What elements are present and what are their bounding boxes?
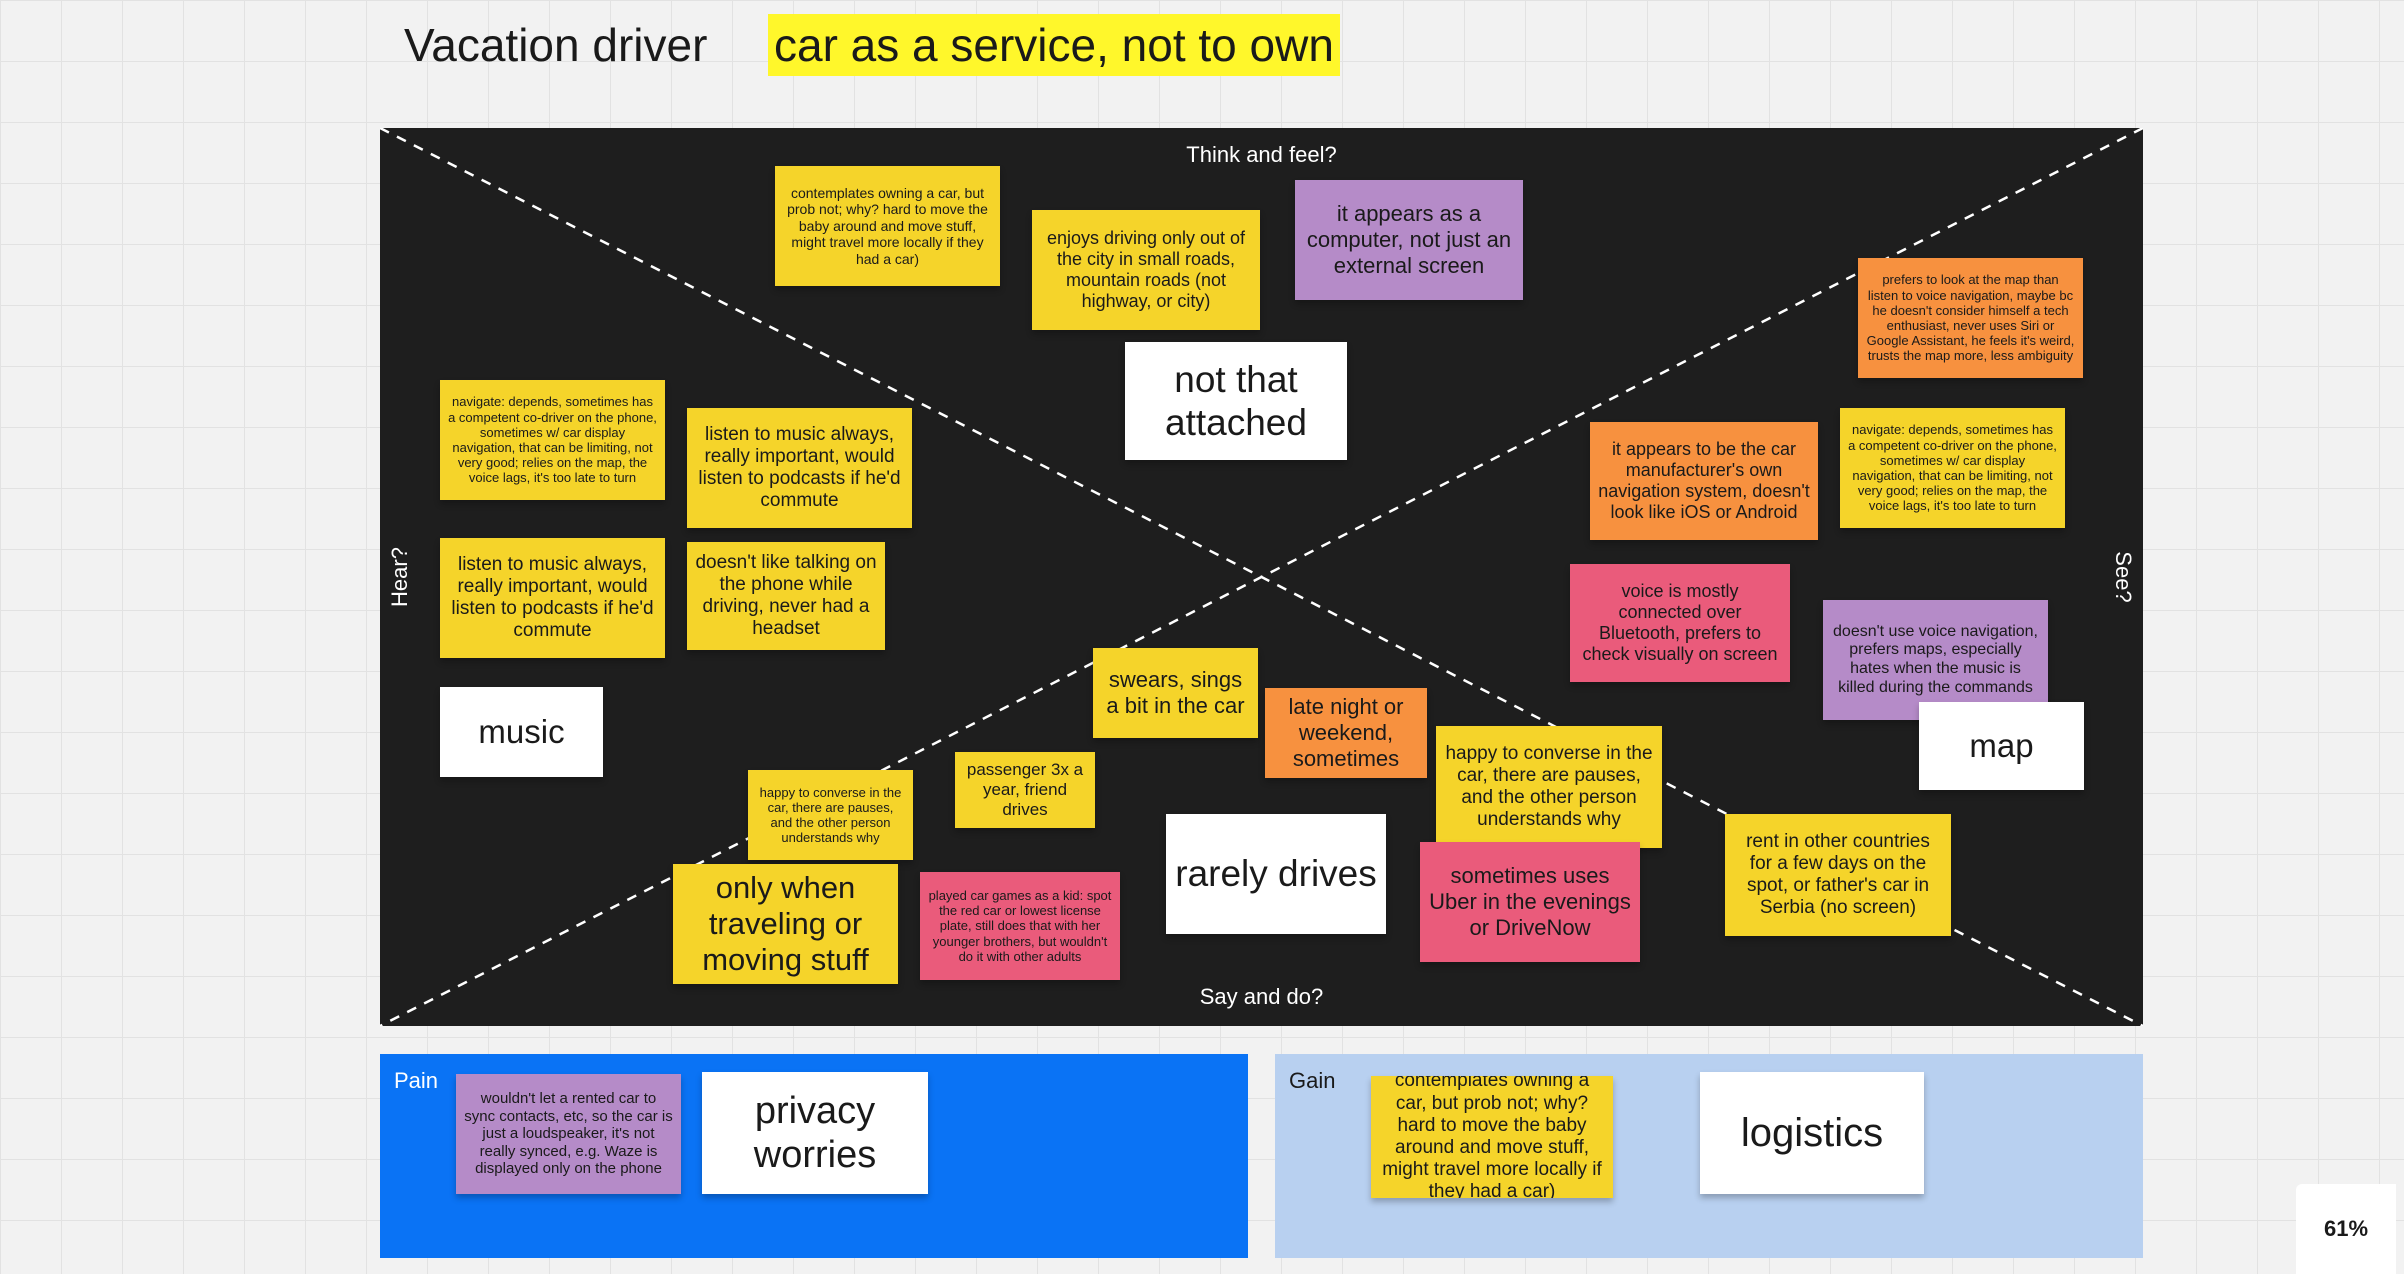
- gain-label: Gain: [1289, 1068, 1336, 1093]
- sticky-note[interactable]: sometimes uses Uber in the evenings or D…: [1420, 842, 1640, 962]
- sticky-note[interactable]: map: [1919, 702, 2084, 790]
- sticky-note[interactable]: music: [440, 687, 603, 777]
- sticky-note[interactable]: not that attached: [1125, 342, 1347, 460]
- sticky-note[interactable]: played car games as a kid: spot the red …: [920, 872, 1120, 980]
- sticky-note[interactable]: it appears to be the car manufacturer's …: [1590, 422, 1818, 540]
- quadrant-label-see: See?: [2111, 551, 2136, 603]
- quadrant-label-hear: Hear?: [387, 547, 412, 607]
- gain-panel[interactable]: Gain contemplates owning a car, but prob…: [1275, 1054, 2143, 1258]
- sticky-note[interactable]: prefers to look at the map than listen t…: [1858, 258, 2083, 378]
- sticky-note[interactable]: late night or weekend, sometimes: [1265, 688, 1427, 778]
- sticky-note[interactable]: passenger 3x a year, friend drives: [955, 752, 1095, 828]
- sticky-note[interactable]: navigate: depends, sometimes has a compe…: [1840, 408, 2065, 528]
- sticky-note[interactable]: enjoys driving only out of the city in s…: [1032, 210, 1260, 330]
- zoom-level-indicator[interactable]: 61%: [2296, 1184, 2396, 1274]
- quadrant-label-say-do: Say and do?: [1199, 984, 1324, 1009]
- sticky-note[interactable]: contemplates owning a car, but prob not;…: [1371, 1076, 1613, 1198]
- sticky-note[interactable]: rarely drives: [1166, 814, 1386, 934]
- sticky-note[interactable]: wouldn't let a rented car to sync contac…: [456, 1074, 681, 1194]
- sticky-note[interactable]: listen to music always, really important…: [440, 538, 665, 658]
- sticky-note[interactable]: it appears as a computer, not just an ex…: [1295, 180, 1523, 300]
- sticky-note[interactable]: only when traveling or moving stuff: [673, 864, 898, 984]
- sticky-note[interactable]: swears, sings a bit in the car: [1093, 648, 1258, 738]
- sticky-note[interactable]: happy to converse in the car, there are …: [1436, 726, 1662, 848]
- sticky-note[interactable]: doesn't like talking on the phone while …: [687, 542, 885, 650]
- sticky-note[interactable]: voice is mostly connected over Bluetooth…: [1570, 564, 1790, 682]
- pain-label: Pain: [394, 1068, 439, 1093]
- pain-panel[interactable]: Pain wouldn't let a rented car to sync c…: [380, 1054, 1248, 1258]
- sticky-note[interactable]: rent in other countries for a few days o…: [1725, 814, 1951, 936]
- sticky-note[interactable]: doesn't use voice navigation, prefers ma…: [1823, 600, 2048, 720]
- board-subtitle-highlight[interactable]: car as a service, not to own: [768, 14, 1340, 76]
- sticky-note[interactable]: privacy worries: [702, 1072, 928, 1194]
- sticky-note[interactable]: happy to converse in the car, there are …: [748, 770, 913, 860]
- sticky-note[interactable]: navigate: depends, sometimes has a compe…: [440, 380, 665, 500]
- sticky-note[interactable]: listen to music always, really important…: [687, 408, 912, 528]
- diagonal-lines: [380, 128, 2143, 1026]
- empathy-map-board[interactable]: Think and feel? Say and do? Hear? See? c…: [380, 128, 2143, 1026]
- sticky-note[interactable]: contemplates owning a car, but prob not;…: [775, 166, 1000, 286]
- quadrant-label-think-feel: Think and feel?: [1186, 142, 1337, 167]
- board-title: Vacation driver: [404, 19, 708, 71]
- sticky-note[interactable]: logistics: [1700, 1072, 1924, 1194]
